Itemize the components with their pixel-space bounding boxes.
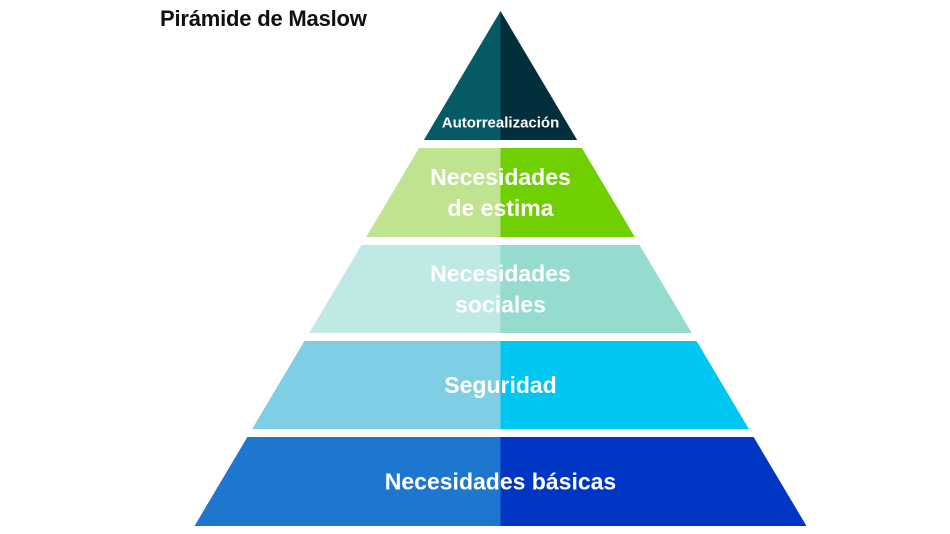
level-seguridad-left-half: [252, 341, 501, 429]
level-basicas-label-line-1: Necesidades básicas: [385, 469, 616, 495]
level-estima: Necesidades de estima: [366, 148, 635, 237]
level-basicas-left-half: [194, 437, 501, 526]
level-sociales-right-half: [500, 245, 692, 333]
level-estima-left-half: [366, 148, 501, 237]
level-autorrealizacion: Autorrealización: [423, 11, 578, 140]
level-seguridad-right-half: [500, 341, 749, 429]
level-autorrealizacion-label-line-1: Autorrealización: [442, 115, 560, 132]
diagram-title: Pirámide de Maslow: [160, 6, 367, 31]
level-autorrealizacion-right-half: [500, 11, 578, 140]
level-sociales: Necesidades sociales: [309, 245, 692, 333]
level-sociales-label-line-2: sociales: [455, 292, 546, 318]
level-seguridad: Seguridad: [252, 341, 749, 429]
level-estima-right-half: [500, 148, 635, 237]
level-estima-label-line-1: Necesidades: [430, 164, 571, 190]
level-sociales-left-half: [309, 245, 501, 333]
level-autorrealizacion-left-half: [423, 11, 501, 140]
level-seguridad-label-line-1: Seguridad: [444, 372, 556, 398]
level-sociales-label-line-1: Necesidades: [430, 261, 571, 287]
level-basicas: Necesidades básicas: [194, 437, 807, 526]
level-basicas-right-half: [500, 437, 807, 526]
level-estima-label-line-2: de estima: [447, 195, 553, 221]
